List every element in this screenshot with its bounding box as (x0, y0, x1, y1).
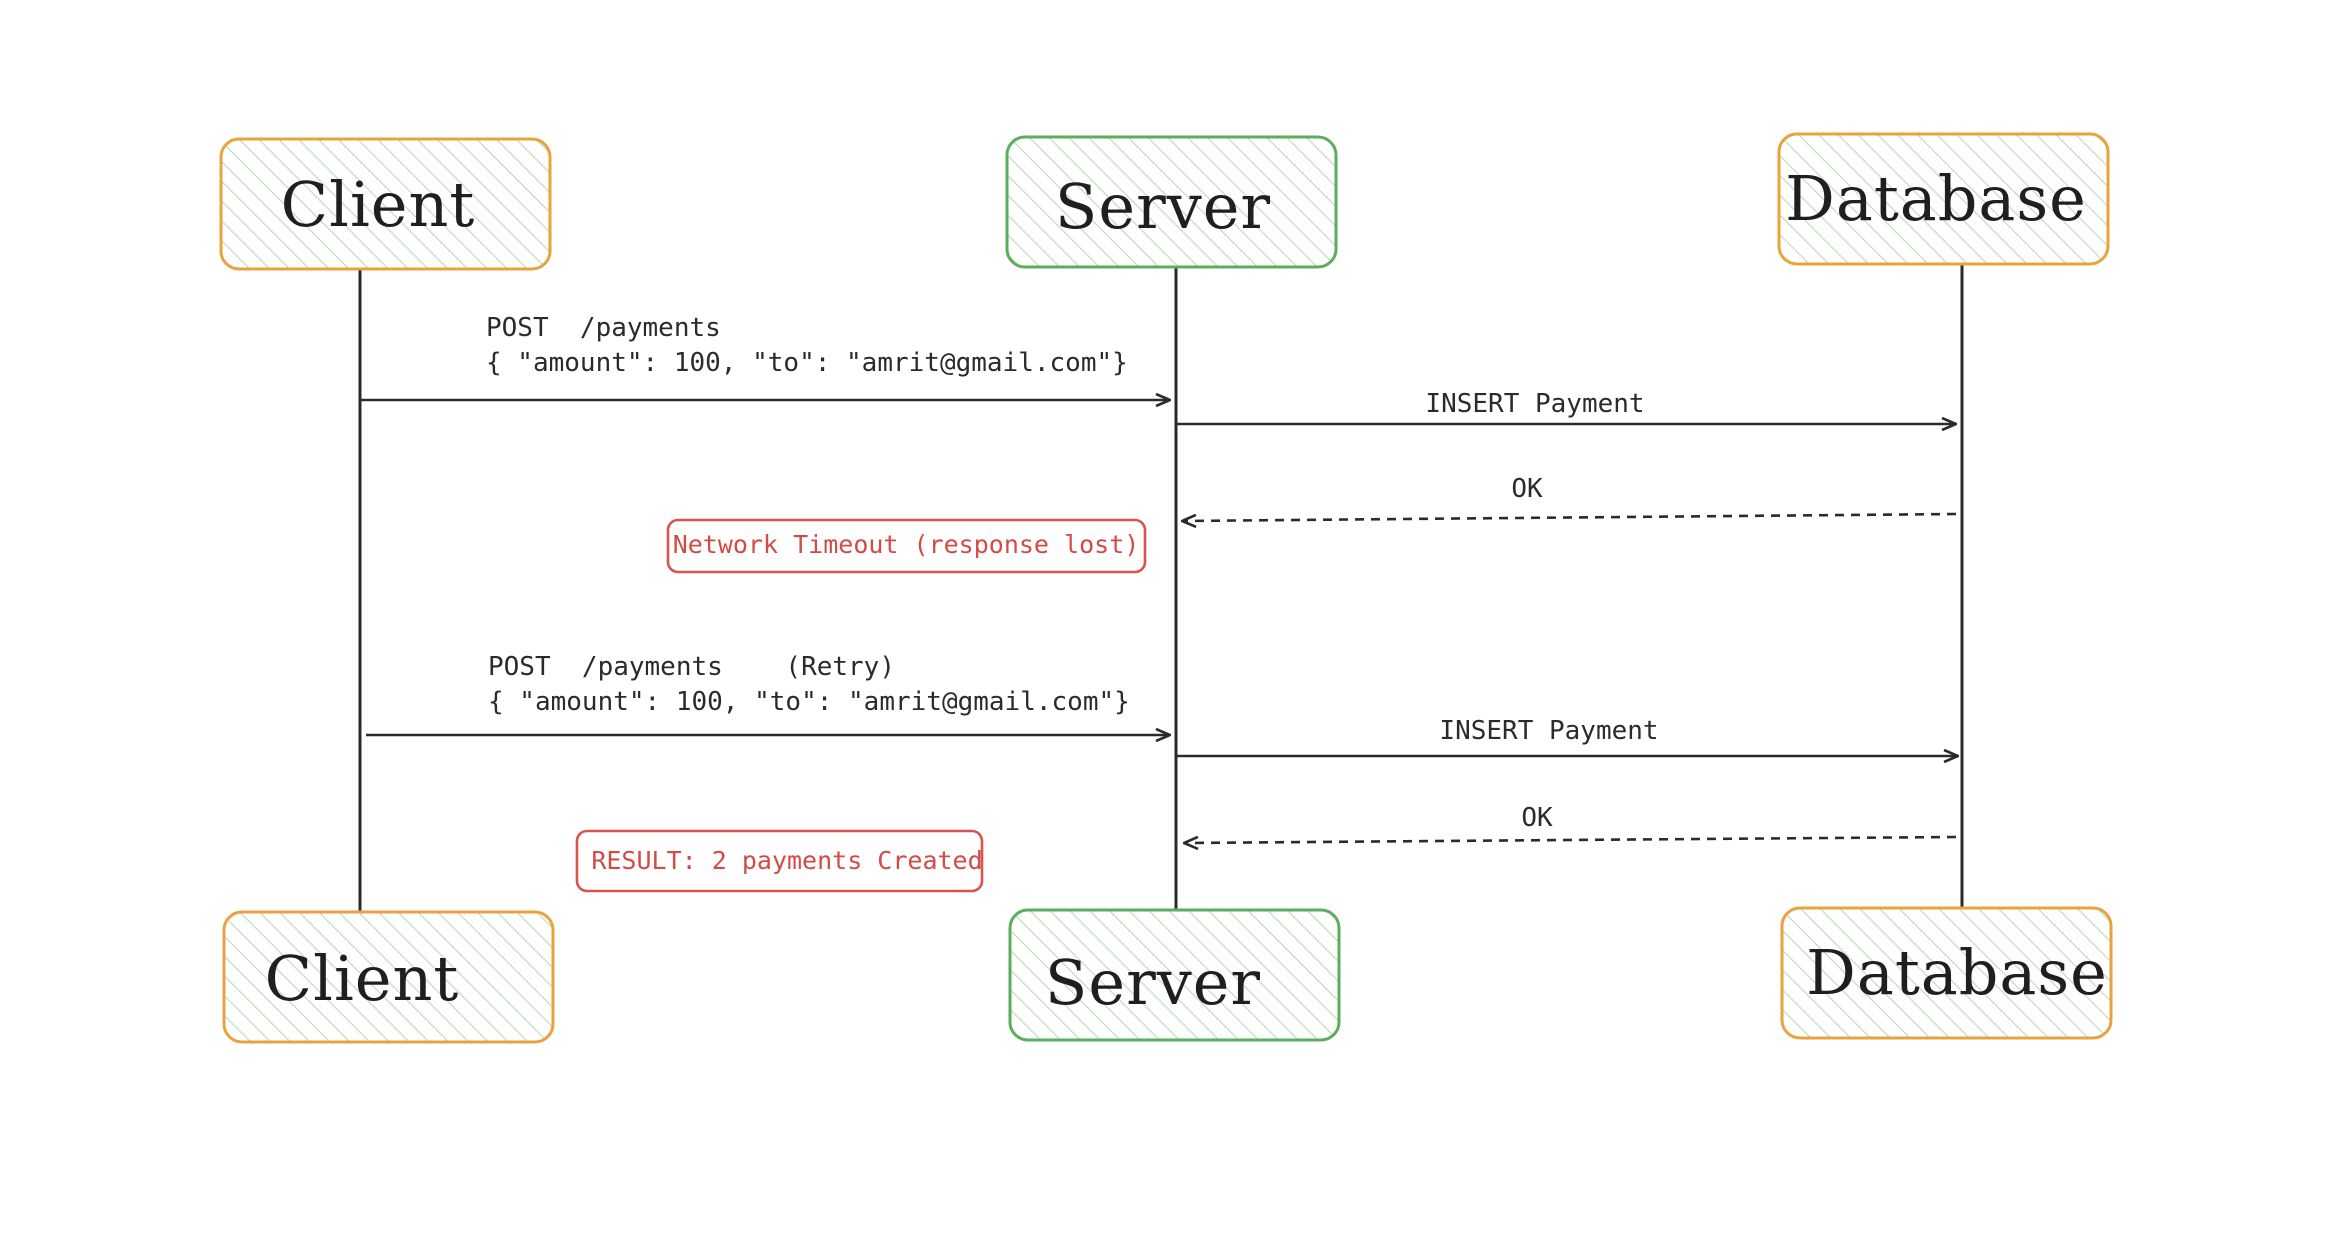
note-timeout-text: Network Timeout (response lost) (673, 530, 1140, 559)
message-ok-2: OK (1521, 803, 1553, 833)
server-box-bottom: Server (1008, 908, 1341, 1042)
database-label-bottom: Database (1806, 936, 2108, 1009)
message-post-payments-retry-line1: POST /payments (Retry) (488, 652, 895, 682)
client-box-bottom: Client (222, 910, 555, 1044)
message-post-payments-line2: { "amount": 100, "to": "amrit@gmail.com"… (486, 348, 1128, 378)
message-ok-1: OK (1511, 474, 1543, 504)
server-label-bottom: Server (1045, 946, 1261, 1019)
message-post-payments-line1: POST /payments (486, 313, 721, 343)
note-result-text: RESULT: 2 payments Created (591, 846, 982, 875)
client-box-top: Client (219, 137, 552, 271)
database-label-top: Database (1785, 162, 2087, 235)
arrow-database-to-server-1 (1182, 512, 1957, 521)
message-insert-payment-1: INSERT Payment (1425, 389, 1644, 419)
database-box-bottom: Database (1780, 906, 2113, 1040)
client-label-bottom: Client (265, 942, 460, 1015)
database-box-top: Database (1777, 132, 2110, 266)
client-label-top: Client (281, 168, 476, 241)
arrow-database-to-server-2 (1184, 835, 1957, 843)
server-box-top: Server (1005, 135, 1338, 269)
note-result: RESULT: 2 payments Created (575, 829, 984, 893)
message-insert-payment-2: INSERT Payment (1439, 716, 1658, 746)
server-label-top: Server (1055, 170, 1271, 243)
message-post-payments-retry-line2: { "amount": 100, "to": "amrit@gmail.com"… (488, 687, 1130, 717)
note-timeout: Network Timeout (response lost) (666, 518, 1147, 574)
